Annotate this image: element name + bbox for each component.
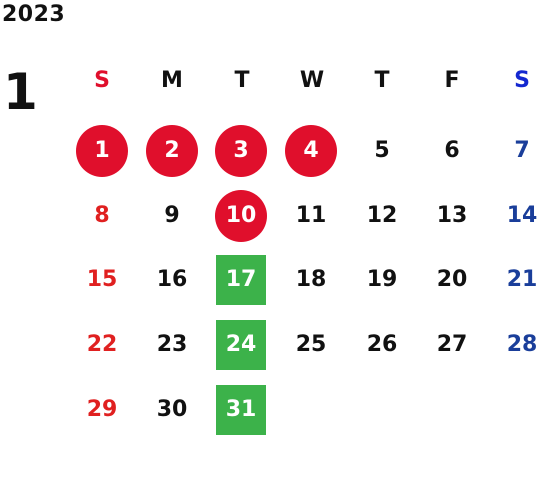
day-cell-22[interactable]: 22 [86, 332, 118, 357]
day-cell-12[interactable]: 12 [366, 203, 398, 228]
month-number: 1 [3, 63, 38, 121]
day-cell-9[interactable]: 9 [164, 203, 180, 228]
day-cell-19[interactable]: 19 [366, 267, 398, 292]
year-label: 2023 [2, 2, 66, 27]
weekday-header-wednesday: W [299, 68, 325, 93]
day-cell-7[interactable]: 7 [514, 138, 530, 163]
day-cell-14[interactable]: 14 [506, 203, 538, 228]
weekday-header-tuesday: T [234, 68, 250, 93]
day-cell-1[interactable]: 1 [76, 125, 128, 177]
day-cell-28[interactable]: 28 [506, 332, 538, 357]
day-cell-5[interactable]: 5 [374, 138, 390, 163]
day-cell-23[interactable]: 23 [156, 332, 188, 357]
day-cell-17[interactable]: 17 [216, 255, 266, 305]
weekday-header-thursday: T [374, 68, 390, 93]
day-cell-30[interactable]: 30 [156, 397, 188, 422]
day-cell-26[interactable]: 26 [366, 332, 398, 357]
weekday-header-sunday: S [94, 68, 110, 93]
weekday-header-monday: M [161, 68, 183, 93]
day-cell-16[interactable]: 16 [156, 267, 188, 292]
weekday-header-friday: F [444, 68, 460, 93]
day-cell-21[interactable]: 21 [506, 267, 538, 292]
day-cell-10[interactable]: 10 [215, 190, 267, 242]
day-cell-4[interactable]: 4 [285, 125, 337, 177]
day-cell-29[interactable]: 29 [86, 397, 118, 422]
day-cell-3[interactable]: 3 [215, 125, 267, 177]
day-cell-8[interactable]: 8 [94, 203, 110, 228]
day-cell-15[interactable]: 15 [86, 267, 118, 292]
day-cell-11[interactable]: 11 [295, 203, 327, 228]
day-cell-20[interactable]: 20 [436, 267, 468, 292]
day-cell-27[interactable]: 27 [436, 332, 468, 357]
day-cell-24[interactable]: 24 [216, 320, 266, 370]
day-cell-18[interactable]: 18 [295, 267, 327, 292]
weekday-header-saturday: S [514, 68, 530, 93]
day-cell-6[interactable]: 6 [444, 138, 460, 163]
day-cell-2[interactable]: 2 [146, 125, 198, 177]
day-cell-13[interactable]: 13 [436, 203, 468, 228]
day-cell-31[interactable]: 31 [216, 385, 266, 435]
day-cell-25[interactable]: 25 [295, 332, 327, 357]
